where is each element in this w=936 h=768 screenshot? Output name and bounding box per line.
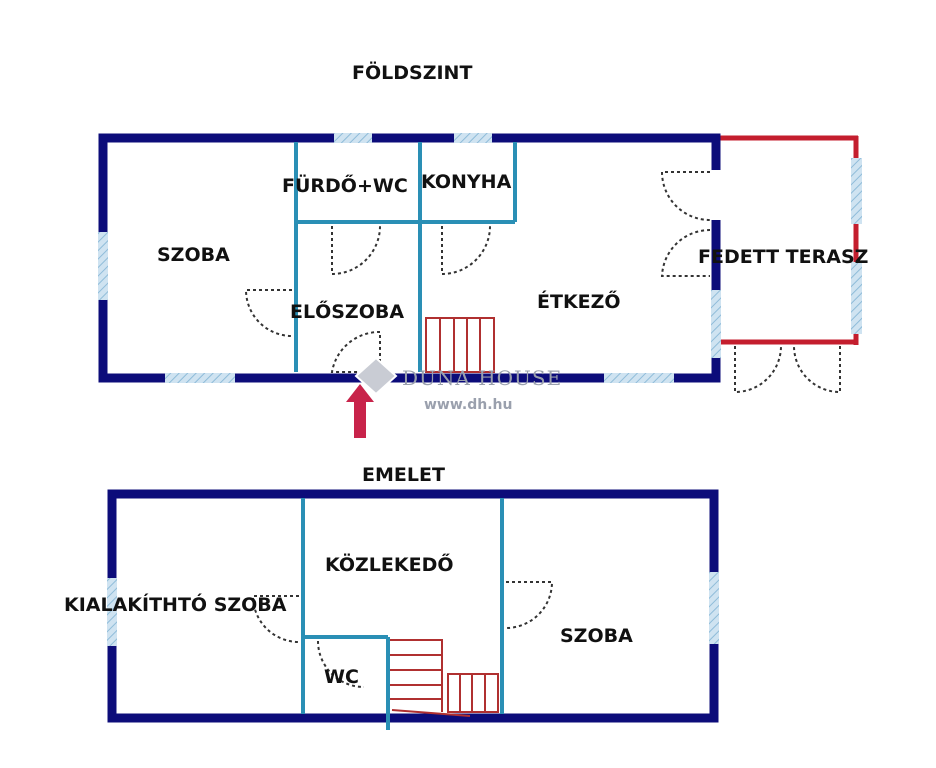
ground-floor-title: FÖLDSZINT: [352, 60, 472, 84]
terrace-window: [851, 262, 862, 334]
upper-doors: [251, 581, 554, 688]
room-label-etkezo: ÉTKEZŐ: [537, 289, 621, 313]
window: [454, 133, 492, 143]
terrace-walls: [716, 135, 862, 345]
room-label-wc: WC: [324, 666, 359, 688]
room-label-kialakithato-szoba: KIALAKÍTHTÓ SZOBA: [64, 592, 287, 616]
room-label-furdo-wc: FÜRDŐ+WC: [282, 173, 408, 197]
ground-windows: [98, 133, 721, 383]
ground-inner-walls: [294, 142, 517, 372]
ground-stairs: [425, 317, 495, 373]
window: [334, 133, 372, 143]
window: [709, 572, 719, 644]
watermark-url: www.dh.hu: [424, 397, 512, 413]
window: [711, 290, 721, 358]
room-label-fedett-terasz: FEDETT TERASZ: [698, 246, 868, 268]
upper-inner-walls: [301, 498, 504, 730]
room-label-eloszoba: ELŐSZOBA: [290, 299, 404, 323]
room-label-szoba-upper: SZOBA: [560, 625, 633, 647]
watermark-brand: DUNA HOUSE: [402, 366, 562, 390]
duna-house-logo-icon: [354, 356, 398, 396]
window: [165, 373, 235, 383]
room-label-konyha: KONYHA: [421, 171, 512, 193]
window: [107, 578, 117, 646]
entrance-arrow: [346, 384, 374, 438]
watermark: DUNA HOUSE www.dh.hu: [354, 356, 562, 413]
window: [604, 373, 674, 383]
upper-stairs: [390, 639, 499, 717]
window: [711, 170, 721, 220]
room-label-kozlekedo: KÖZLEKEDŐ: [325, 552, 454, 576]
terrace-window: [851, 158, 862, 224]
window: [98, 232, 108, 300]
upper-floor-title: EMELET: [362, 464, 445, 486]
room-label-szoba: SZOBA: [157, 244, 230, 266]
upper-windows: [107, 572, 719, 646]
ground-doors: [244, 171, 841, 394]
